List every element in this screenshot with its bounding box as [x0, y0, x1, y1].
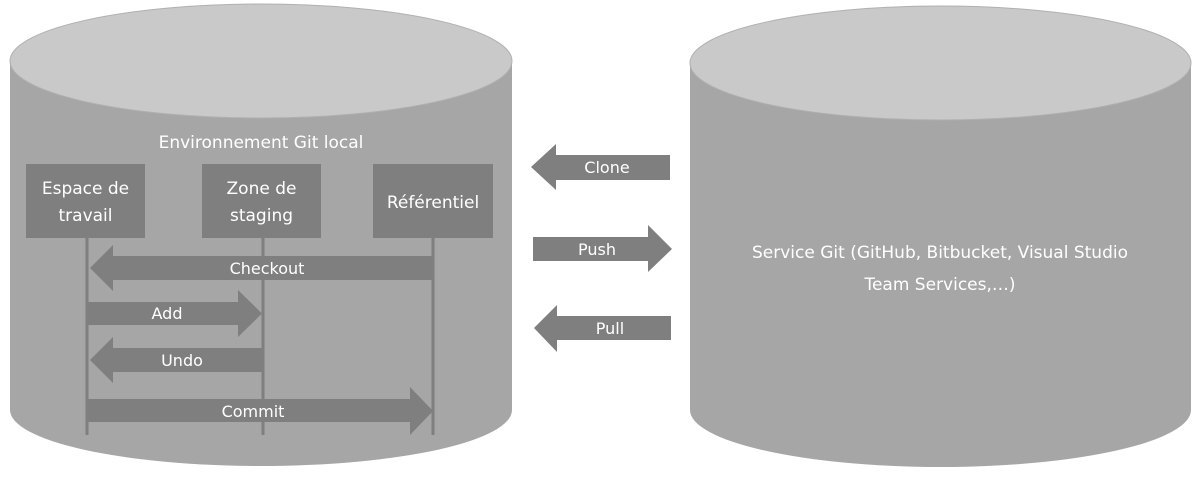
staging-lifeline	[261, 238, 265, 435]
remote-cylinder-top	[689, 5, 1192, 121]
checkout-label: Checkout	[230, 259, 305, 278]
repository-label: Référentiel	[387, 193, 479, 213]
add-label: Add	[152, 304, 183, 323]
local-environment-title: Environnement Git local	[159, 133, 364, 153]
pull-label: Pull	[596, 319, 624, 338]
remote-cylinder-body	[690, 64, 1191, 467]
remote-service-label-line1: Service Git (GitHub, Bitbucket, Visual S…	[752, 243, 1128, 263]
clone-arrow: Clone	[531, 144, 670, 190]
staging-label-line2: staging	[230, 206, 293, 226]
undo-arrow: Undo	[90, 337, 263, 383]
push-arrow: Push	[533, 225, 672, 272]
repository-lifeline	[431, 238, 435, 435]
commit-arrow: Commit	[87, 387, 433, 435]
remote-cylinder	[689, 5, 1192, 467]
lifelines	[85, 238, 435, 435]
push-label: Push	[578, 240, 616, 259]
workspace-lifeline	[85, 238, 89, 435]
undo-label: Undo	[161, 351, 203, 370]
clone-label: Clone	[584, 158, 629, 177]
repository-box: Référentiel	[373, 164, 493, 238]
workspace-label-line1: Espace de	[42, 179, 129, 199]
add-arrow: Add	[87, 290, 262, 337]
staging-label-line1: Zone de	[227, 179, 297, 199]
checkout-arrow: Checkout	[90, 245, 433, 291]
workspace-label-line2: travail	[59, 206, 113, 226]
commit-label: Commit	[222, 402, 285, 421]
workspace-box: Espace de travail	[26, 164, 145, 238]
pull-arrow: Pull	[534, 305, 671, 352]
remote-service-label-line2: Team Services,…)	[863, 275, 1015, 295]
staging-box: Zone de staging	[202, 164, 321, 238]
local-cylinder-top	[9, 3, 513, 119]
